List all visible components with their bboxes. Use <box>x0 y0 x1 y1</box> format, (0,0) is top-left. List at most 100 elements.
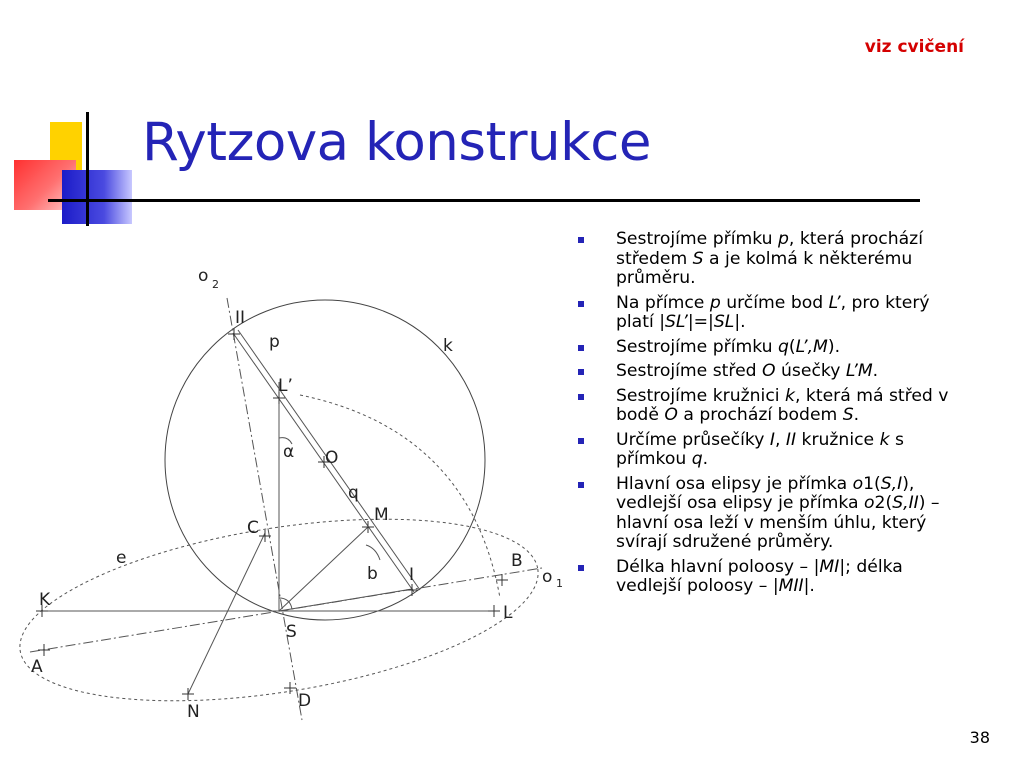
bullet-marker-icon <box>578 564 584 571</box>
bullet-text-segment: , která má střed v bodě <box>616 385 949 425</box>
tick-A <box>38 644 50 656</box>
line-q-parallel <box>237 329 421 591</box>
label-S: S <box>286 622 297 642</box>
exercise-link[interactable]: viz cvičení <box>864 37 964 57</box>
label-o1-sub: 1 <box>556 577 563 590</box>
bullet-item: Hlavní osa elipsy je přímka o1(S,I), ved… <box>578 473 968 553</box>
bullet-text-segment: kružnice <box>796 429 880 450</box>
bullet-item: Sestrojíme kružnici k, která má střed v … <box>578 385 968 426</box>
bullet-text-segment: L’ <box>828 292 841 313</box>
bullet-text-segment: q <box>778 336 789 357</box>
bullet-text-segment: S,II <box>892 493 919 513</box>
bullet-text-segment: S <box>842 405 854 425</box>
ellipse-e <box>19 518 539 702</box>
label-b: b <box>367 564 378 584</box>
bullet-text: Sestrojíme střed O úsečky L’M. <box>616 361 968 382</box>
bullet-text: Hlavní osa elipsy je přímka o1(S,I), ved… <box>616 473 968 553</box>
bullet-text-segment: , <box>774 429 786 450</box>
bullet-text-segment: 1( <box>863 473 881 494</box>
bullet-text-segment: . <box>872 361 879 381</box>
bullet-marker-icon <box>578 237 584 243</box>
bullet-text-segment: L’,M <box>795 336 828 357</box>
label-o2-sub: 2 <box>212 278 219 291</box>
tick-O <box>318 456 330 468</box>
bullet-text: Sestrojíme přímku q(L’,M). <box>616 336 968 358</box>
bullet-text-segment: S <box>692 248 704 269</box>
bullet-text-segment: o <box>852 473 864 494</box>
label-e: e <box>116 548 126 568</box>
bullet-text-segment: ), vedlejší osa elipsy je přímka <box>616 473 915 513</box>
label-L: L <box>503 603 513 623</box>
tick-K <box>36 605 48 617</box>
bullet-text-segment: I <box>769 429 775 450</box>
bullet-text-segment: . <box>702 449 709 469</box>
bullet-item: Sestrojíme přímku p, která prochází stře… <box>578 229 968 289</box>
bullet-text-segment: q <box>691 449 703 469</box>
bullet-text-segment: p <box>778 229 789 249</box>
bullet-text-segment: MII <box>778 576 804 596</box>
bullet-item: Sestrojíme přímku q(L’,M). <box>578 336 968 358</box>
bullet-item: Sestrojíme střed O úsečky L’M. <box>578 361 968 382</box>
bullet-text-segment: |. <box>803 576 815 596</box>
label-I: I <box>409 565 414 585</box>
bullet-text-segment: |; délka vedlejší poloosy – | <box>616 556 903 596</box>
tick-Lp <box>273 392 285 404</box>
bullet-text-segment: s přímkou <box>616 429 904 469</box>
label-N: N <box>187 702 200 722</box>
bullet-text-segment: |. <box>734 312 746 332</box>
bullet-text-segment: , která prochází středem <box>616 229 923 269</box>
axis-o2 <box>226 297 303 721</box>
dashed-arc <box>299 394 501 599</box>
bullet-text-segment: SL <box>713 312 735 332</box>
bullet-text: Sestrojíme přímku p, která prochází stře… <box>616 229 968 289</box>
bullet-text-segment: II <box>785 429 797 450</box>
bullet-text: Délka hlavní poloosy – |MI|; délka vedle… <box>616 556 968 597</box>
bullet-marker-icon <box>578 481 584 488</box>
bullet-text-segment: o <box>864 493 875 513</box>
label-k: k <box>443 336 453 356</box>
bullet-text-segment: k <box>879 429 890 450</box>
bullet-marker-icon <box>578 437 584 444</box>
bullet-text-segment: . <box>853 405 860 425</box>
bullet-item: Určíme průsečíky I, II kružnice k s přím… <box>578 429 968 470</box>
label-o2: o <box>198 266 208 286</box>
segment-SM <box>278 526 369 612</box>
bullet-text-segment: , pro který platí | <box>616 292 930 332</box>
bullet-text-segment: Délka hlavní poloosy – | <box>616 556 820 577</box>
bullet-text-segment: a prochází bodem <box>677 405 843 425</box>
bullet-marker-icon <box>578 300 584 307</box>
page-number: 38 <box>969 728 990 747</box>
bullet-text-segment: Sestrojíme kružnici <box>616 385 786 406</box>
label-M: M <box>374 505 389 525</box>
segment-SI <box>278 588 413 612</box>
label-D: D <box>298 691 311 711</box>
bullet-text-segment: S,I <box>880 473 903 494</box>
tick-II <box>228 328 240 340</box>
right-angle-arc <box>278 597 293 610</box>
bullet-text: Na přímce p určíme bod L’, pro který pla… <box>616 292 968 333</box>
label-alpha: α <box>283 442 294 462</box>
bullet-text-segment: a je kolmá k některému průměru. <box>616 248 913 288</box>
bullet-text-segment: MI <box>819 556 840 577</box>
tick-D <box>284 682 296 694</box>
bullet-text-segment: úsečky <box>775 361 846 381</box>
bullet-text-segment: Sestrojíme střed <box>616 361 763 381</box>
bullet-text-segment: ). <box>827 336 841 357</box>
label-O: O <box>325 448 338 468</box>
bullet-text-segment: Sestrojíme přímku <box>616 229 778 249</box>
label-p: p <box>269 332 280 352</box>
bullet-item: Délka hlavní poloosy – |MI|; délka vedle… <box>578 556 968 597</box>
tick-C <box>259 530 271 542</box>
bullet-marker-icon <box>578 393 584 400</box>
diameter-CN <box>187 532 266 695</box>
bullet-text: Určíme průsečíky I, II kružnice k s přím… <box>616 429 968 470</box>
label-o1: o <box>542 567 552 587</box>
bullet-text-segment: Na přímce <box>616 292 710 313</box>
bullet-text: Sestrojíme kružnici k, která má střed v … <box>616 385 968 426</box>
bullet-text-segment: SL’ <box>665 312 688 332</box>
bullet-text-segment: Sestrojíme přímku <box>616 336 778 357</box>
deco-blue-square <box>62 170 132 224</box>
bullet-text-segment: p <box>709 292 721 313</box>
bullet-text-segment: |=| <box>687 312 714 332</box>
